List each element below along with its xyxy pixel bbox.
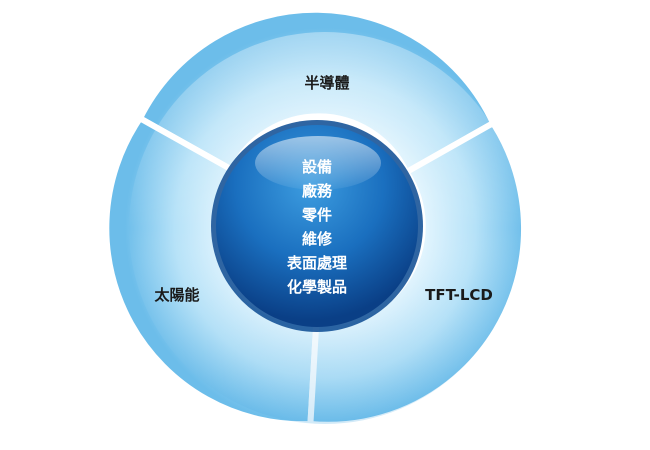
hub-highlight xyxy=(255,136,381,190)
segment-label-right: TFT-LCD xyxy=(425,286,493,304)
segment-label-left: 太陽能 xyxy=(154,286,199,304)
hub-item: 零件 xyxy=(301,206,332,224)
segment-labels: 半導體 太陽能 TFT-LCD xyxy=(154,74,492,304)
hub-item: 化學製品 xyxy=(287,278,347,296)
hub-item: 維修 xyxy=(302,230,333,248)
hub-item: 設備 xyxy=(302,158,332,176)
center-hub: 設備 廠務 零件 維修 表面處理 化學製品 xyxy=(211,120,423,332)
hub-item: 廠務 xyxy=(302,182,333,200)
hub-item: 表面處理 xyxy=(287,254,347,272)
segment-label-top: 半導體 xyxy=(304,74,349,92)
